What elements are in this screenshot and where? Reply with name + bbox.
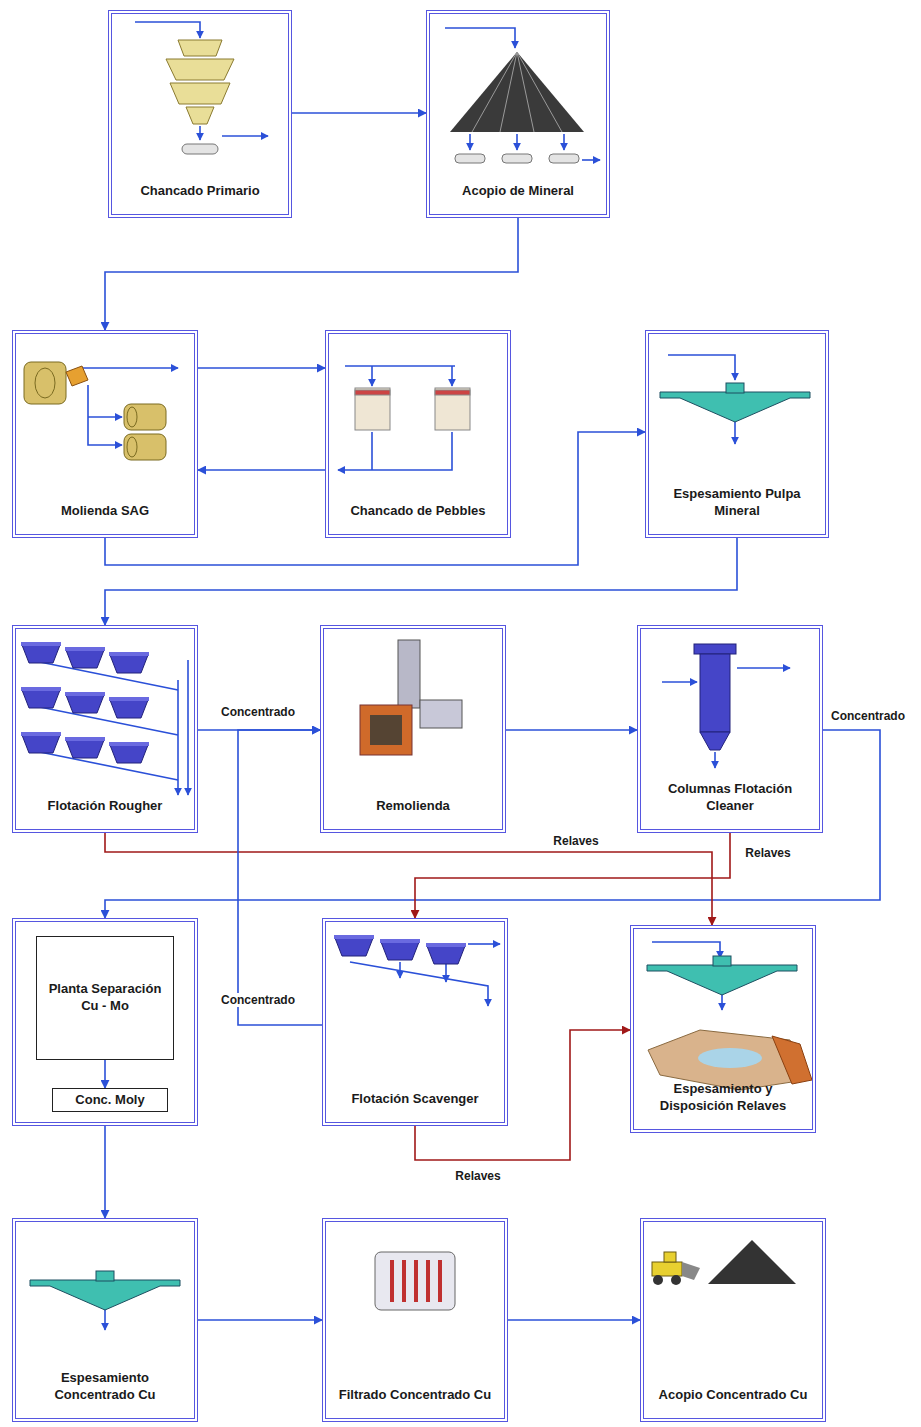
flow-connector: [292, 112, 426, 114]
process-box: Planta Separación Cu - Mo Conc. Moly: [12, 918, 198, 1126]
process-label: Flotación Rougher: [48, 798, 163, 815]
inner-box: Conc. Moly: [52, 1088, 168, 1112]
process-label: Molienda SAG: [61, 503, 149, 520]
flow-connector: [105, 538, 737, 625]
process-box: Flotación Rougher: [12, 625, 198, 833]
tailings-connector: [415, 833, 730, 918]
flow-label: Relaves: [453, 1169, 502, 1183]
inner-box: Planta Separación Cu - Mo: [36, 936, 174, 1060]
process-box: Molienda SAG: [12, 330, 198, 538]
process-label: Acopio Concentrado Cu: [659, 1387, 808, 1404]
process-box: Espesamiento y Disposición Relaves: [630, 925, 816, 1133]
flow-connector: [198, 469, 325, 471]
process-box: Filtrado Concentrado Cu: [322, 1218, 508, 1422]
flow-connector: [506, 729, 637, 731]
flow-label: Concentrado: [219, 705, 297, 719]
process-box: Espesamiento Concentrado Cu: [12, 1218, 198, 1422]
process-label: Filtrado Concentrado Cu: [339, 1387, 491, 1404]
flow-connector: [198, 1319, 322, 1321]
process-box: Chancado Primario: [108, 10, 292, 218]
process-box: Acopio de Mineral: [426, 10, 610, 218]
process-box: Acopio Concentrado Cu: [640, 1218, 826, 1422]
process-box: Flotación Scavenger: [322, 918, 508, 1126]
process-box: Chancado de Pebbles: [325, 330, 511, 538]
process-label: Espesamiento Concentrado Cu: [24, 1370, 186, 1404]
flow-connector: [508, 1319, 640, 1321]
flow-connector: [105, 432, 645, 565]
process-label: Acopio de Mineral: [462, 183, 574, 200]
flow-label: Relaves: [743, 846, 792, 860]
process-label: Conc. Moly: [75, 1092, 144, 1109]
flow-connector: [104, 1126, 106, 1218]
flow-label: Concentrado: [219, 993, 297, 1007]
process-label: Remolienda: [376, 798, 450, 815]
flow-connector: [105, 730, 880, 918]
process-label: Flotación Scavenger: [351, 1091, 478, 1108]
process-label: Chancado Primario: [140, 183, 259, 200]
tailings-connector: [105, 833, 712, 925]
flow-connector: [238, 730, 322, 1025]
process-label: Chancado de Pebbles: [350, 503, 485, 520]
flow-label: Concentrado: [829, 709, 907, 723]
process-box: Columnas Flotación Cleaner: [637, 625, 823, 833]
flow-connector: [198, 367, 325, 369]
process-box: Remolienda: [320, 625, 506, 833]
process-label: Espesamiento Pulpa Mineral: [657, 486, 817, 520]
flow-connector: [104, 1060, 106, 1088]
process-label: Columnas Flotación Cleaner: [649, 781, 811, 815]
flow-connector: [105, 218, 518, 330]
process-box: Espesamiento Pulpa Mineral: [645, 330, 829, 538]
process-label: Planta Separación Cu - Mo: [43, 981, 167, 1015]
process-label: Espesamiento y Disposición Relaves: [642, 1081, 804, 1115]
flow-label: Relaves: [551, 834, 600, 848]
